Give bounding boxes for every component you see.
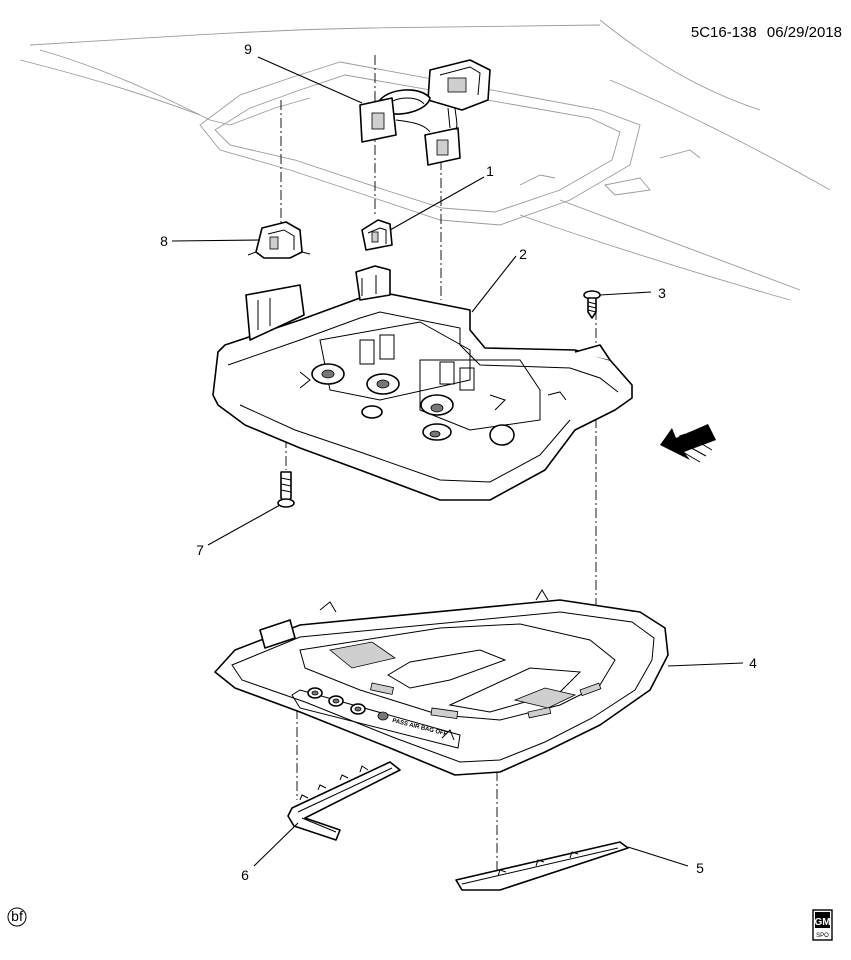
gm-logo: GM SPO — [812, 909, 833, 941]
callout-labels: 9 1 2 3 4 5 6 7 8 — [160, 41, 757, 883]
gm-logo-top: GM — [814, 917, 830, 928]
diagram-code: 5C16-138 — [691, 24, 757, 41]
part-6-left-trim-bezel — [287, 761, 401, 841]
part-5-right-trim-bezel — [455, 841, 629, 891]
diagram-header: 5C16-138 06/29/2018 — [691, 24, 842, 41]
gm-logo-bottom: SPO — [816, 933, 829, 939]
part-9-harness-connector — [359, 59, 491, 166]
leader-lines — [171, 56, 744, 867]
callout-5: 5 — [696, 860, 704, 876]
part-4-overhead-console: PASS AIR BAG OFF — [214, 589, 669, 776]
callout-2: 2 — [519, 246, 527, 262]
callout-6: 6 — [241, 867, 249, 883]
callout-3: 3 — [658, 285, 666, 301]
callout-4: 4 — [749, 655, 757, 671]
bf-mark: bf — [7, 907, 27, 927]
callout-9: 9 — [244, 41, 252, 57]
bf-mark-text: bf — [11, 908, 23, 924]
part-7-screw — [277, 471, 295, 508]
part-1-retainer-clip — [361, 219, 393, 251]
diagram-date: 06/29/2018 — [767, 24, 842, 41]
headliner-background — [19, 19, 831, 301]
callout-8: 8 — [160, 233, 168, 249]
part-3-screw — [583, 290, 601, 319]
part-8-retainer-clip — [247, 221, 311, 259]
callout-1: 1 — [486, 163, 494, 179]
front-direction-marker: FRT — [660, 424, 716, 463]
callout-7: 7 — [196, 542, 204, 558]
part-2-console-bracket — [212, 265, 633, 501]
